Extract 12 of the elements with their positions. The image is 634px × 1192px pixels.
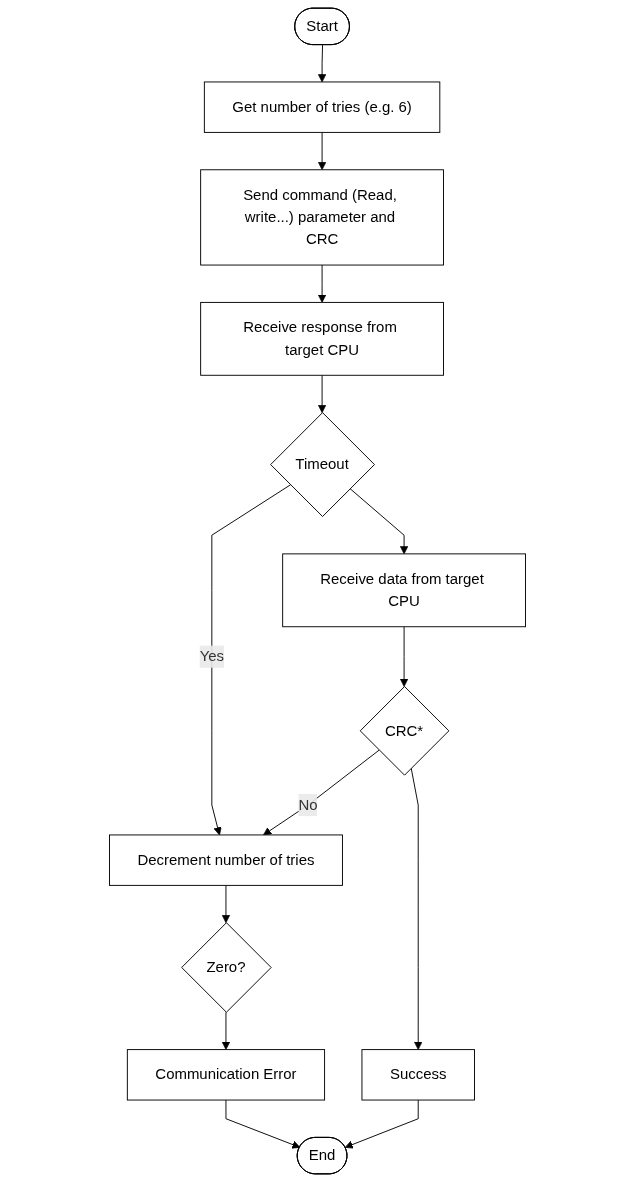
- node-diamond: CRC*: [359, 686, 449, 776]
- node-box: Communication Error: [126, 1049, 325, 1101]
- node-box: Get number of tries (e.g. 6): [203, 81, 440, 133]
- node-box: Receive response from target CPU: [199, 301, 444, 376]
- edge-label: Yes: [199, 648, 224, 665]
- node-box: Success: [360, 1049, 475, 1101]
- edge-label: No: [297, 796, 318, 813]
- node-diamond: Zero?: [180, 922, 272, 1013]
- node-box: Decrement number of tries: [108, 834, 343, 886]
- node-box: Receive data from target CPU: [281, 553, 526, 628]
- node-box: Send command (Read, write...) parameter and CRC: [199, 169, 444, 266]
- node-diamond: Timeout: [269, 412, 375, 517]
